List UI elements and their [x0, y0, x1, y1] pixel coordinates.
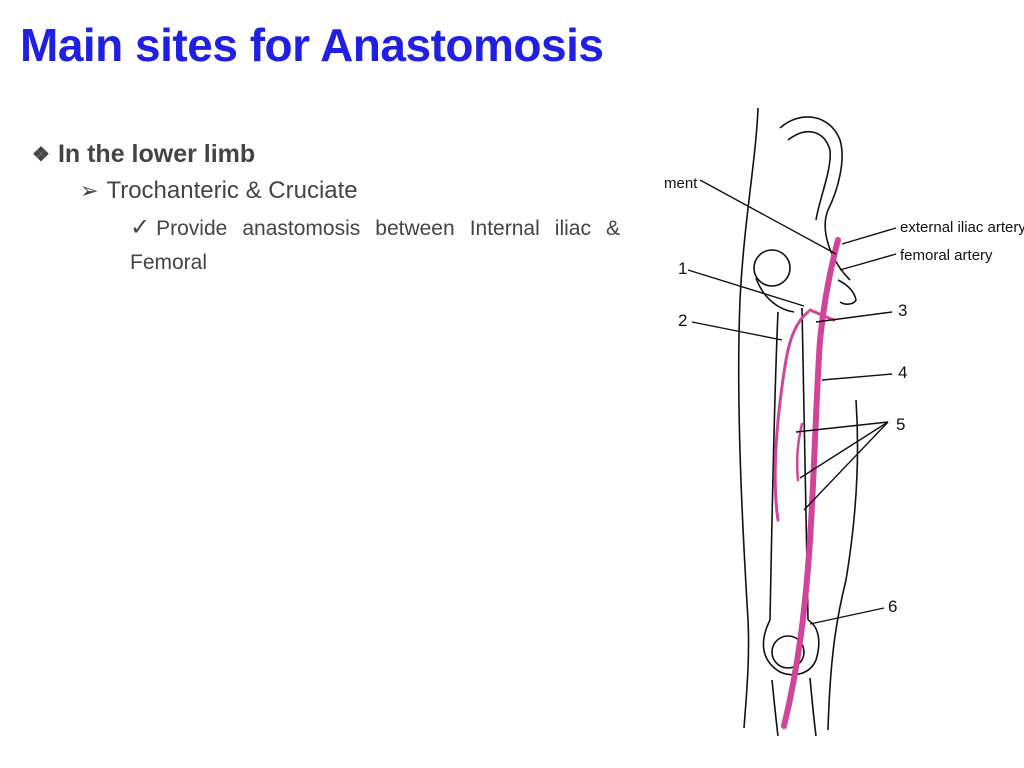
leader-lines	[687, 179, 897, 625]
arrow-bullet-icon: ➢	[80, 178, 99, 203]
label-5: 5	[896, 415, 905, 434]
diamond-bullet-icon: ❖	[32, 144, 50, 166]
bullet-level-2: ➢ Trochanteric & Cruciate	[80, 177, 632, 205]
checkmark-bullet-icon: ✓	[130, 214, 151, 241]
bullet-level-1: ❖ In the lower limb	[32, 140, 632, 169]
bullet-level-2-text: Trochanteric & Cruciate	[106, 177, 358, 204]
lower-limb-artery-diagram: ment external iliac artery femoral arter…	[664, 107, 1024, 737]
bullet-level-3: ✓Provide anastomosis between Internal il…	[130, 211, 620, 280]
slide-title: Main sites for Anastomosis	[20, 19, 604, 71]
bullet-list: ❖ In the lower limb ➢ Trochanteric & Cru…	[32, 140, 632, 280]
ligament-label: ment	[664, 175, 698, 192]
label-3: 3	[898, 301, 907, 320]
bullet-level-1-text: In the lower limb	[57, 140, 256, 168]
profunda-artery-path	[773, 310, 810, 522]
perforating-artery-path	[795, 422, 804, 482]
bullet-level-3-text: Provide anastomosis between Internal ili…	[130, 217, 620, 274]
femoral-artery-path	[781, 237, 841, 729]
external-iliac-label: external iliac artery	[900, 219, 1024, 236]
label-6: 6	[888, 597, 897, 616]
label-1: 1	[678, 259, 687, 278]
label-4: 4	[898, 363, 907, 382]
femoral-artery-label: femoral artery	[900, 247, 993, 264]
label-2: 2	[678, 311, 687, 330]
artery-group	[773, 237, 841, 729]
